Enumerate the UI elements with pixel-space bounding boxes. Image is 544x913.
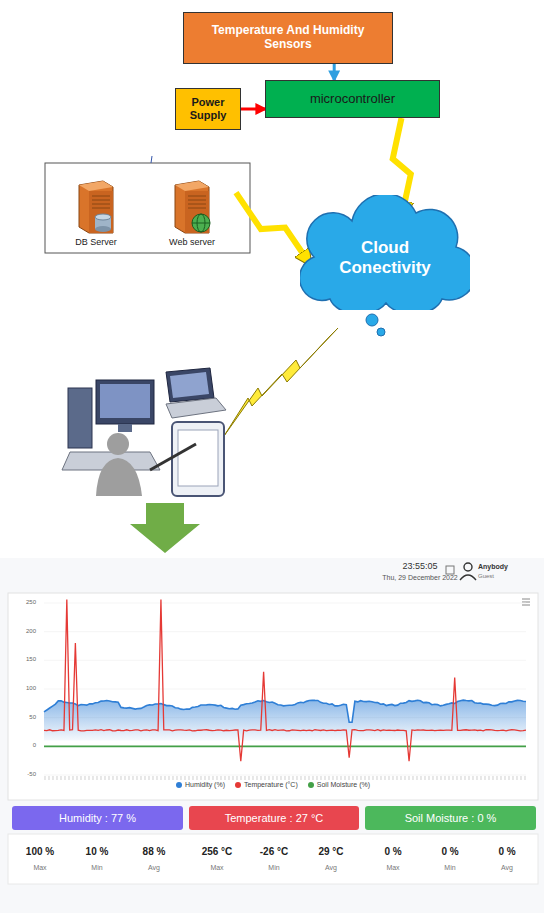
stat-value: 256 °C — [202, 846, 233, 857]
server-group-frame — [45, 163, 250, 253]
dashboard-ground — [0, 558, 544, 913]
node-label: Cloud Conectivity — [334, 238, 436, 277]
axis-tick: -50 — [27, 771, 36, 778]
user-role: Guest — [478, 573, 494, 580]
clock-time: 23:55:05 — [402, 562, 437, 572]
web-server-icon — [169, 179, 215, 235]
cloud-bubble — [377, 328, 385, 336]
stat-caption: Max — [386, 864, 399, 872]
chart-legend: Humidity (%) Temperature (°C) Soil Moistur… — [8, 781, 538, 788]
frame-tick — [151, 156, 152, 163]
user-name: Anybody — [478, 563, 508, 571]
axis-tick: 100 — [26, 685, 36, 692]
legend-label: Humidity (%) — [185, 781, 225, 788]
server-icon: DB Server — [52, 168, 140, 250]
stat-caption: Min — [91, 864, 102, 872]
node-label: DB Server — [75, 237, 117, 247]
stat-value: 88 % — [143, 846, 166, 857]
stat-caption: Avg — [325, 864, 337, 872]
legend-label: Temperature (°C) — [244, 781, 298, 788]
stat-value: -26 °C — [260, 846, 288, 857]
node-label: Temperature : 27 °C — [225, 812, 324, 825]
users-illustration — [62, 368, 226, 496]
database-server-icon — [73, 179, 119, 235]
legend-label: Soil Moisture (%) — [317, 781, 370, 788]
down-arrow — [130, 503, 200, 553]
node-label: Humidity : 77 % — [59, 812, 136, 825]
axis-tick: 250 — [26, 599, 36, 606]
stat-card-header: Humidity : 77 % — [12, 806, 183, 830]
stat-card-header: Soil Moisture : 0 % — [365, 806, 536, 830]
stat-value: 100 % — [26, 846, 54, 857]
legend-swatch — [235, 782, 241, 788]
arrow-link — [241, 108, 265, 111]
axis-tick: 150 — [26, 656, 36, 663]
cloud-bubble — [366, 314, 378, 326]
line-chart — [44, 600, 526, 780]
stat-caption: Avg — [501, 864, 513, 872]
axis-tick: 50 — [29, 714, 36, 721]
node-label: microcontroller — [310, 92, 395, 107]
stat-value: 29 °C — [318, 846, 343, 857]
chart-panel — [8, 593, 538, 800]
legend-item: Soil Moisture (%) — [308, 781, 370, 788]
controller-box: microcontroller — [265, 80, 440, 118]
node-label: Temperature And Humidity Sensors — [189, 24, 387, 52]
cloud-shape: Cloud Conectivity — [300, 195, 470, 310]
node-label: Power Supply — [181, 96, 235, 121]
stat-caption: Max — [33, 864, 46, 872]
stats-panel — [8, 834, 538, 884]
power-box: Power Supply — [175, 88, 241, 130]
axis-tick: 200 — [26, 628, 36, 635]
server-icon: Web server — [148, 168, 236, 250]
axis-tick: 0 — [33, 742, 36, 749]
stat-value: 10 % — [86, 846, 109, 857]
stat-value: 0 % — [441, 846, 458, 857]
stat-caption: Min — [268, 864, 279, 872]
stat-caption: Max — [210, 864, 223, 872]
node-label: Soil Moisture : 0 % — [405, 812, 497, 825]
lightning-bolt — [224, 328, 338, 436]
node-label: Web server — [169, 237, 215, 247]
stat-value: 0 % — [384, 846, 401, 857]
legend-swatch — [176, 782, 182, 788]
clock-date: Thu, 29 December 2022 — [382, 574, 458, 582]
stat-card-header: Temperature : 27 °C — [189, 806, 359, 830]
legend-item: Temperature (°C) — [235, 781, 298, 788]
chart-menu-icon — [522, 599, 530, 605]
sensor-box: Temperature And Humidity Sensors — [183, 12, 393, 64]
lightning-link — [236, 193, 310, 264]
arrow-link — [333, 64, 336, 80]
stat-caption: Avg — [148, 864, 160, 872]
stat-value: 0 % — [498, 846, 515, 857]
legend-item: Humidity (%) — [176, 781, 225, 788]
stat-caption: Min — [444, 864, 455, 872]
legend-swatch — [308, 782, 314, 788]
